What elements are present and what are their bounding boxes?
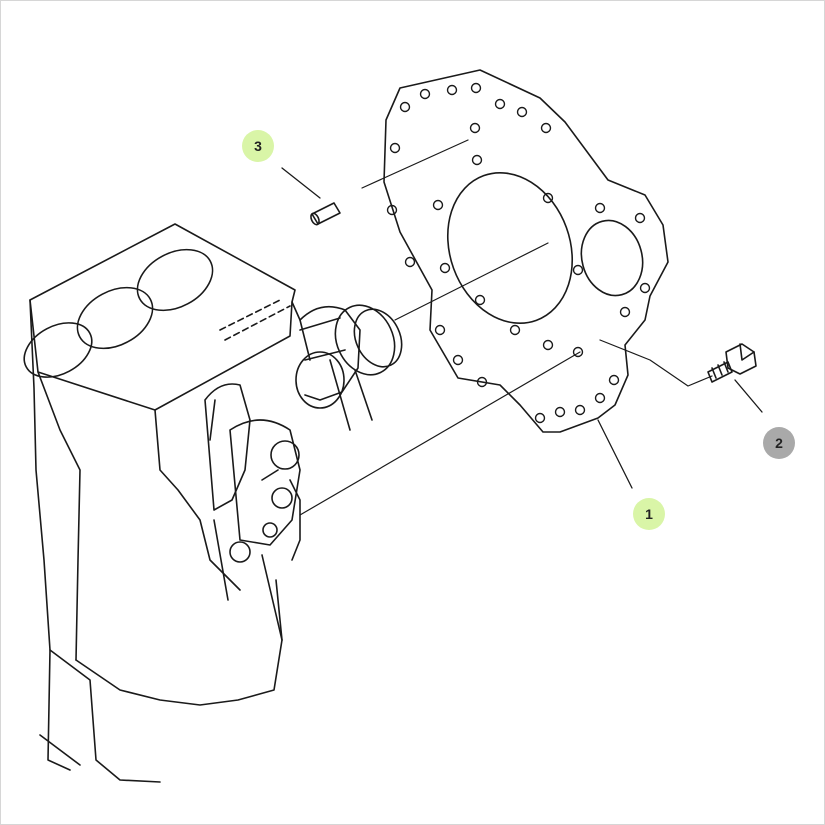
callout-label: 1 xyxy=(645,506,653,522)
leader-line-1 xyxy=(597,419,633,489)
leader-lines xyxy=(281,167,763,489)
leader-line-3 xyxy=(281,167,321,199)
callout-label: 3 xyxy=(254,138,262,154)
dowel-pin xyxy=(310,202,341,226)
leader-line-2 xyxy=(734,379,763,413)
callout-2[interactable]: 2 xyxy=(763,427,795,459)
assembly-center-lines xyxy=(299,139,713,516)
engine-block xyxy=(23,223,403,783)
callout-label: 2 xyxy=(775,435,783,451)
callout-3[interactable]: 3 xyxy=(242,130,274,162)
callout-1[interactable]: 1 xyxy=(633,498,665,530)
flywheel-housing-plate xyxy=(383,69,669,433)
bolt xyxy=(707,343,757,383)
